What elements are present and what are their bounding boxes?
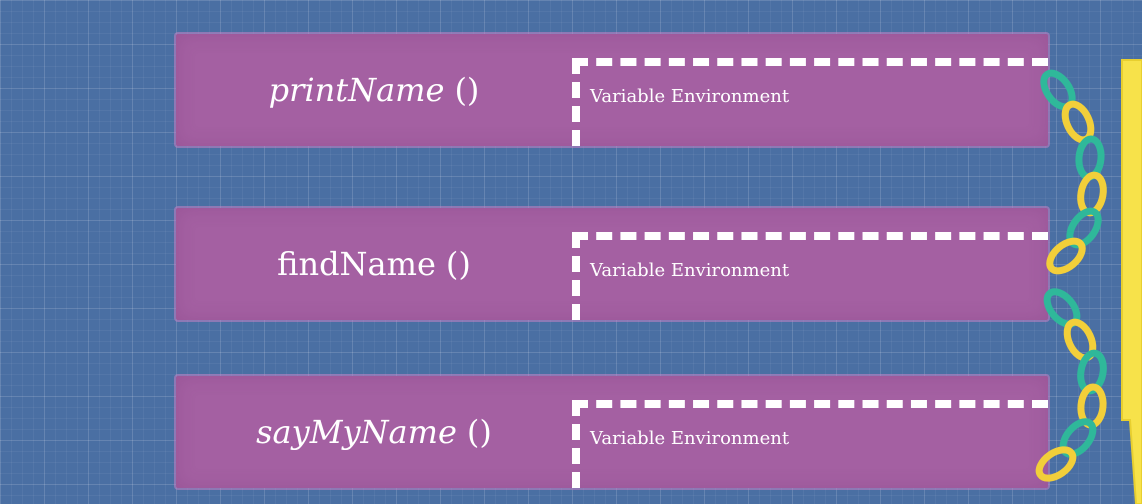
function-name: findName bbox=[277, 245, 436, 283]
arrow-shape bbox=[1121, 59, 1142, 504]
function-name-label: findName() bbox=[176, 208, 572, 320]
chain-link bbox=[1075, 135, 1105, 181]
execution-context-print-name: printName() Variable Environment bbox=[176, 34, 1048, 146]
chain-link bbox=[1035, 446, 1077, 482]
chain-link bbox=[1046, 237, 1086, 275]
variable-environment-label: Variable Environment bbox=[590, 260, 790, 281]
variable-environment-box bbox=[572, 58, 1048, 146]
function-name: sayMyName bbox=[256, 413, 457, 451]
function-name-label: sayMyName() bbox=[176, 376, 572, 488]
execution-context-say-my-name: sayMyName() Variable Environment bbox=[176, 376, 1048, 488]
function-parens: () bbox=[454, 71, 480, 109]
function-name: printName bbox=[268, 71, 445, 109]
variable-environment-box bbox=[572, 400, 1048, 488]
variable-environment-box bbox=[572, 232, 1048, 320]
variable-environment-label: Variable Environment bbox=[590, 86, 790, 107]
variable-environment-label: Variable Environment bbox=[590, 428, 790, 449]
function-parens: () bbox=[445, 245, 471, 283]
scope-chain-arrow-icon bbox=[1121, 59, 1142, 504]
execution-context-find-name: findName() Variable Environment bbox=[176, 208, 1048, 320]
function-parens: () bbox=[466, 413, 492, 451]
function-name-label: printName() bbox=[176, 34, 572, 146]
scope-chain-links-icon bbox=[1035, 69, 1107, 482]
